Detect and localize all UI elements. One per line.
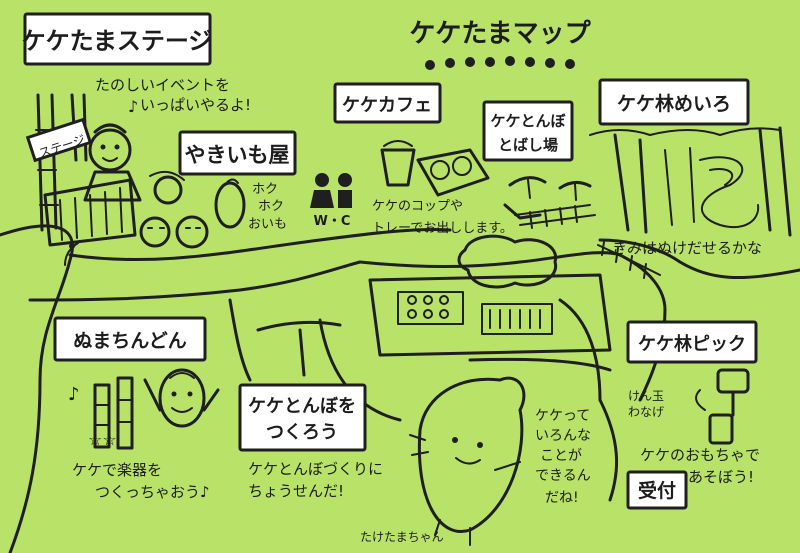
map-title: ケケたまマップ [409,19,591,49]
forest-pick-side-1: けん玉 [628,389,664,403]
sweet-potato-icon [214,178,246,229]
mascot-speech-1: ケケって [535,408,590,424]
make-dragonfly-area[interactable]: ケケとんぼを つくろう ケケとんぼづくりに ちょうせんだ! [238,320,383,500]
make-dragonfly-label-2: つくろう [266,422,338,443]
cafe-caption-1: ケケのコップや [372,199,463,214]
mascot-area: ケケって いろんな ことが できるん だね! たけたまちゃん [360,376,591,546]
walking-paths [0,224,800,553]
cafe-caption-2: トレーでお出しします。 [372,221,513,236]
yakiimo-sound-1: ホク [252,182,278,197]
kendama-icon [695,368,750,445]
yakiimo-label-box [178,130,297,176]
make-dragonfly-label-box [238,383,367,452]
mascot-speech-4: できるん [535,468,591,484]
stage-area[interactable]: ケケたまステージ たのしいイベントを いっぱいやるよ! ♪ ステージ [22,12,251,266]
cafe-label-box [333,82,442,124]
maze-fence [597,241,661,279]
children-icon [139,170,209,249]
stage-sign [25,117,93,163]
yakiimo-label: やきいも屋 [185,143,290,167]
stage-arrow [64,242,79,266]
maze-area[interactable]: ケケ林めいろ きみはぬけだせるかな [589,78,792,279]
toilet-area[interactable]: W・C [310,173,352,229]
make-dragonfly-label-1: ケケとんぼを [248,396,356,417]
mascot-icon [409,376,526,546]
star-icon: ☆☆ [88,430,117,449]
mascot-name: たけたまちゃん [360,530,444,544]
title-dots [425,56,575,70]
reception-label: 受付 [638,479,676,502]
forest-pick-label: ケケ林ピック [638,333,746,355]
crop-field-right [481,303,553,335]
dragonfly-field-label-2: とばし場 [498,136,558,154]
forest-pick-label-box [626,320,758,364]
toilet-label: W・C [314,214,351,229]
make-dragonfly-caption-2: ちょうせんだ! [248,482,344,500]
make-dragonfly-caption-1: ケケとんぼづくりに [248,460,383,478]
music-note-icon: ♪ [128,97,138,116]
forest-pick-caption-1: ケケのおもちゃで [640,446,760,464]
maze-icon [589,126,792,237]
fence [514,204,596,229]
music-note-icon-2: ♪ [68,384,80,405]
dragonfly-toy-icon [256,320,342,377]
performer-icon [143,368,220,428]
dragonfly-field-label-1: ケケとんぼ [490,112,566,130]
bamboo-instrument-icon [93,376,134,450]
instrument-label-box [53,316,207,362]
mascot-speech-2: いろんな [535,428,591,444]
stage-caption-1: たのしいイベントを [95,76,230,94]
stage-label: ケケたまステージ [22,27,213,55]
forest-pick-area[interactable]: ケケ林ピック けん玉 わなげ ケケのおもちゃで あそぼう! [626,320,760,486]
yakiimo-sound-3: おいも [248,217,287,232]
forest-pick-side-2: わなげ [628,405,664,419]
instrument-label: ぬまちんどん [73,330,186,352]
mascot-speech-3: ことが [540,448,582,464]
maze-label: ケケ林めいろ [617,92,731,115]
cafe-label: ケケカフェ [342,95,432,116]
stage-caption-2: いっぱいやるよ! [140,96,251,114]
stage-label-box [23,12,212,66]
dragonfly-field-label-box [482,100,574,162]
tray-food-icon [416,148,490,197]
reception-area[interactable]: 受付 [626,470,688,510]
forest-pick-caption-2: あそぼう! [688,468,754,486]
instrument-area[interactable]: ぬまちんどん ♪ ☆☆ ケケで楽器を つくっちゃおう♪ [53,316,220,501]
yakiimo-area[interactable]: やきいも屋 ホク ホク おいも [139,130,297,249]
dragonfly-field-area[interactable]: ケケとんぼ とばし場 [482,100,596,229]
mascot-speech-5: だね! [545,490,579,506]
central-field [397,234,558,335]
maze-caption: きみはぬけだせるかな [612,239,762,257]
yakiimo-sound-2: ホク [258,199,284,214]
crop-field-left [397,291,464,325]
cafe-area[interactable]: ケケカフェ ケケのコップや トレーでお出しします。 [333,82,513,236]
maze-label-box [598,78,750,126]
instrument-caption-1: ケケで楽器を [72,461,162,479]
toilet-icon [310,173,352,208]
stage-platform [43,178,137,247]
instrument-caption-2: つくっちゃおう♪ [95,483,210,501]
reception-label-box [626,470,688,510]
cup-icon [380,140,416,187]
stage-performer-icon [83,123,142,202]
dragonfly-icon [503,176,592,220]
map-title-group: ケケたまマップ [409,19,592,70]
